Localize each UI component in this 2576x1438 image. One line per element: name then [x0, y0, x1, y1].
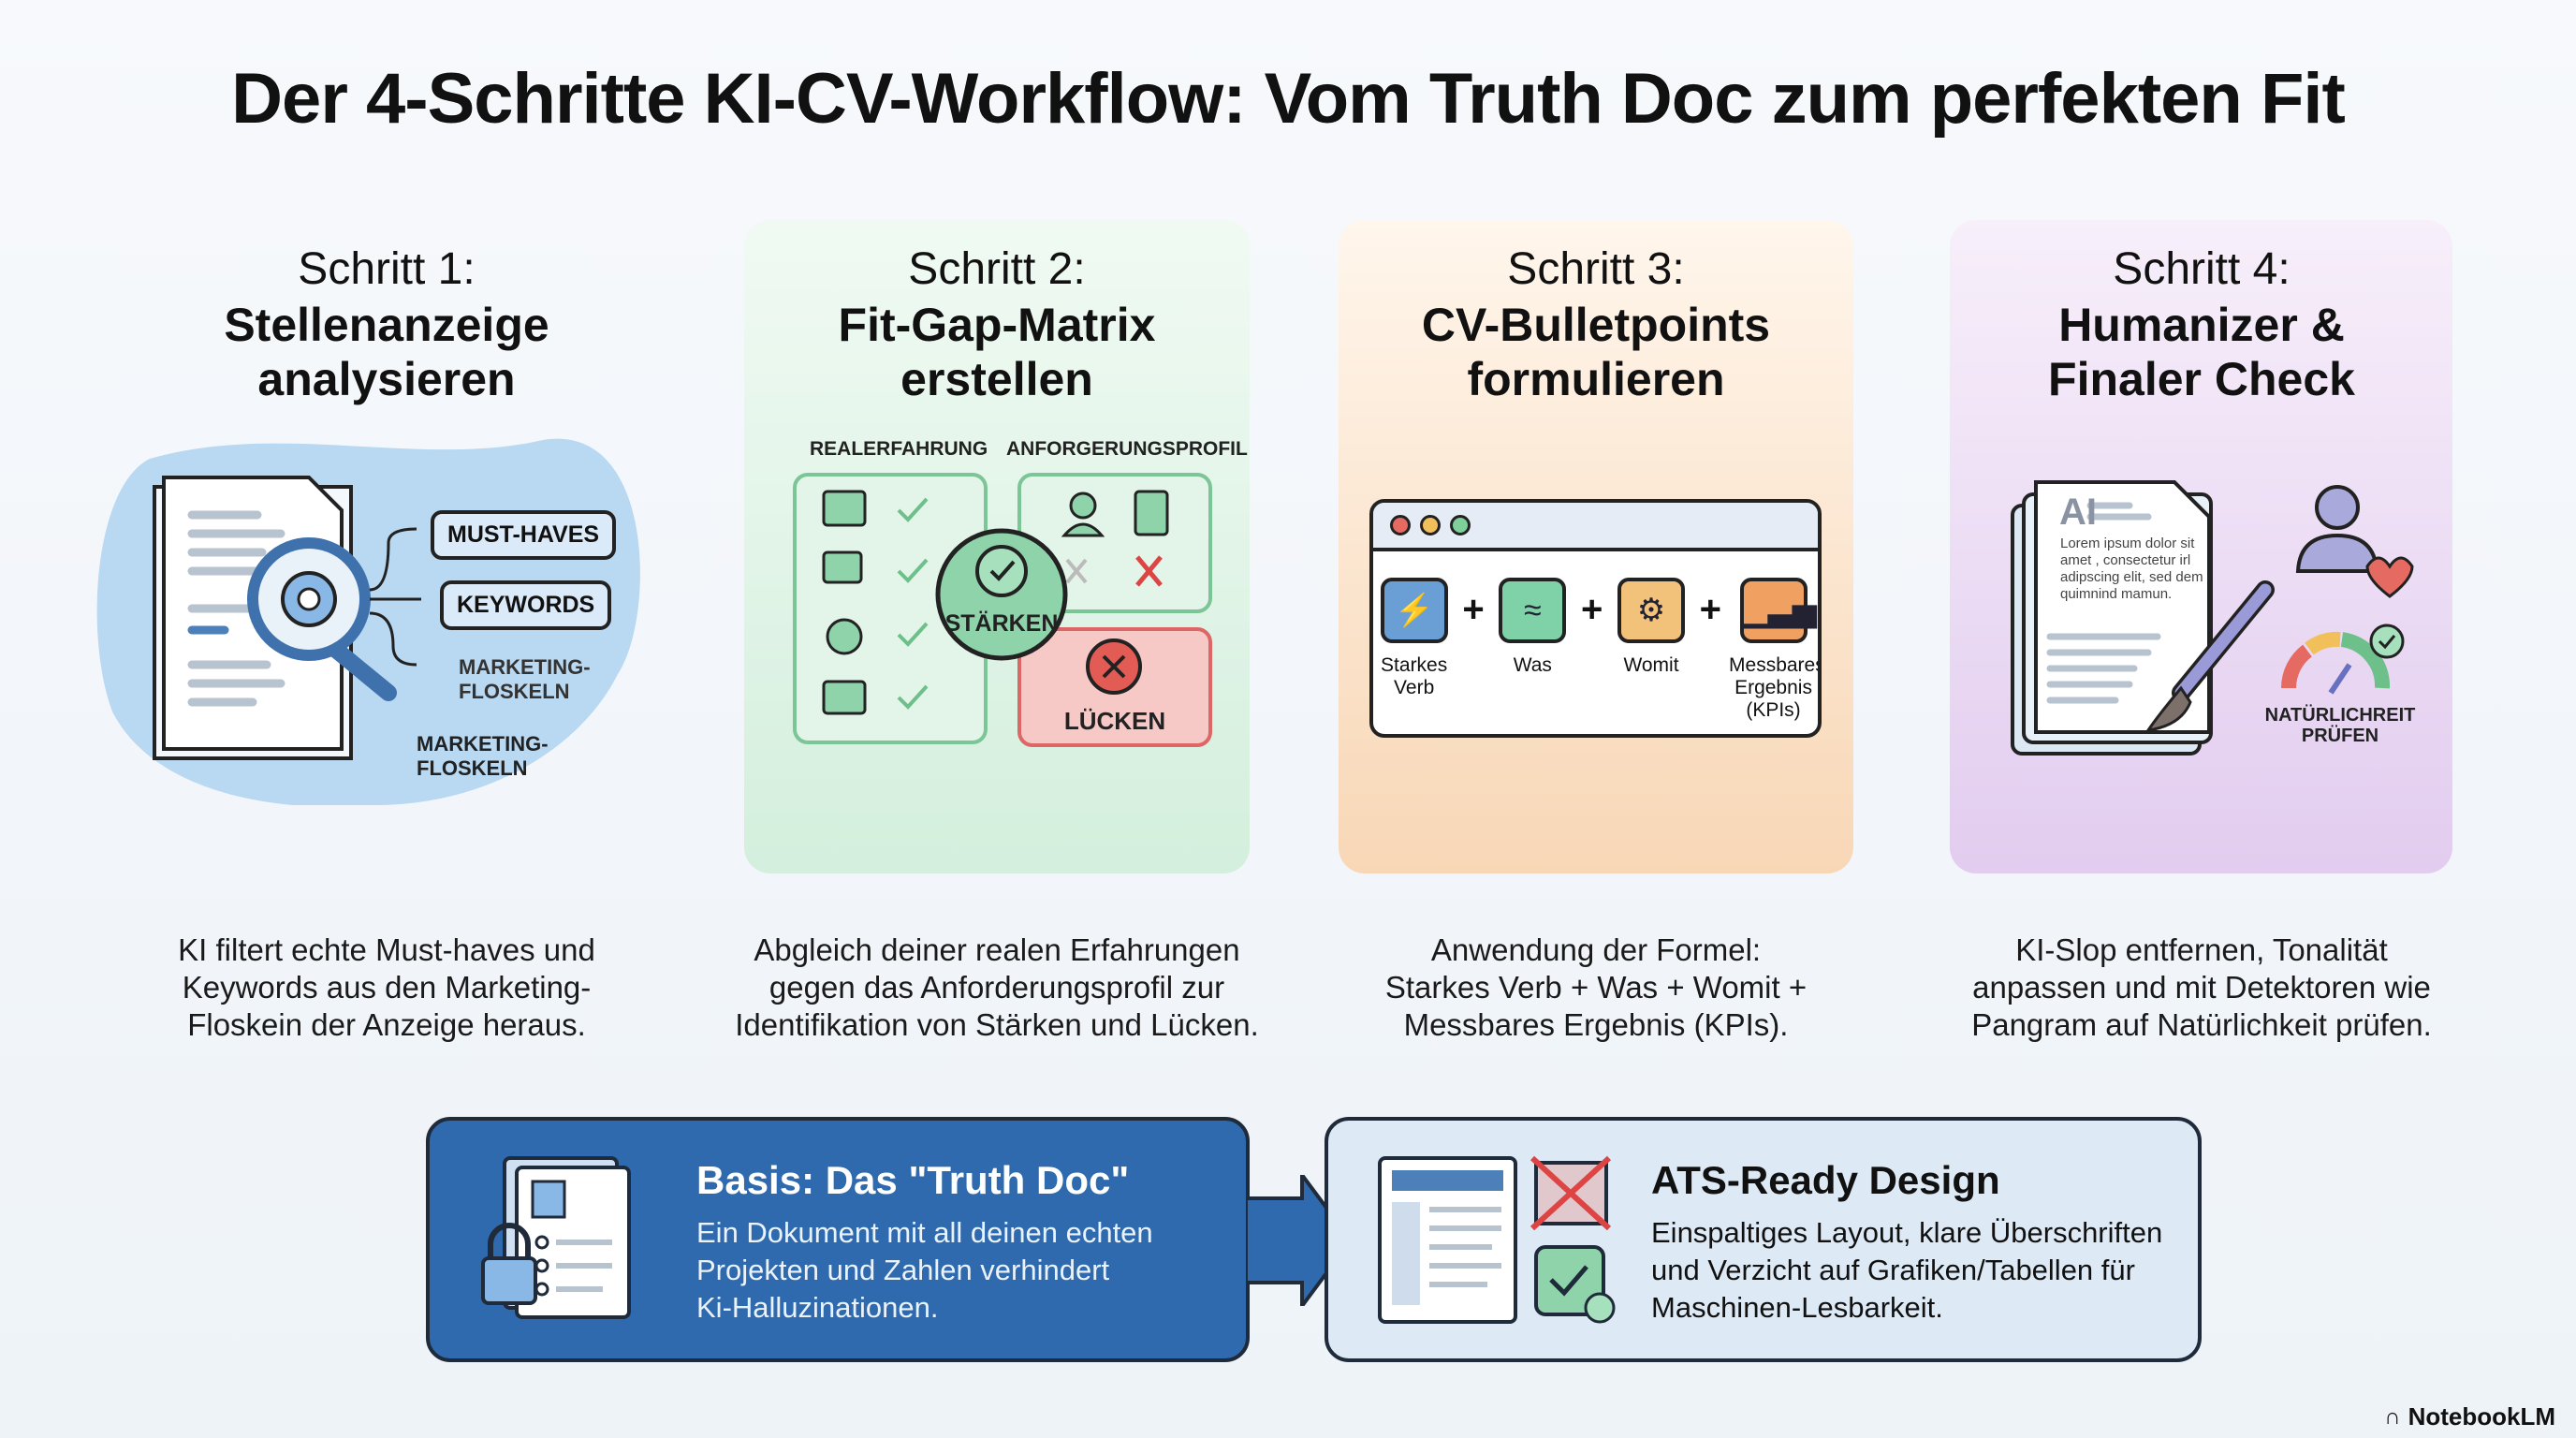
- window-close-dot: [1390, 515, 1411, 536]
- window-minimize-dot: [1420, 515, 1441, 536]
- lorem-line: quimnind mamun.: [2060, 586, 2173, 602]
- hands-icon: ≈: [1499, 578, 1567, 643]
- step-title: Stellenanzeige: [224, 299, 549, 351]
- step-title: erstellen: [900, 353, 1093, 405]
- lorem-line: Lorem ipsum dolor sit: [2060, 536, 2195, 551]
- strengths-label: STÄRKEN: [944, 610, 1059, 637]
- window-maximize-dot: [1450, 515, 1471, 536]
- step-title: Finaler Check: [2048, 353, 2355, 405]
- notebooklm-brand: ∩ NotebookLM: [2384, 1402, 2555, 1431]
- marketing-label: MARKETING-FLOSKELN: [459, 655, 591, 703]
- lightning-icon: ⚡: [1380, 578, 1448, 643]
- step-number: Schritt 2:: [908, 244, 1086, 294]
- matrix-icons: [822, 490, 1169, 715]
- truth-doc-box: Basis: Das "Truth Doc" Ein Dokument mit …: [426, 1117, 1250, 1362]
- gaps-label: LÜCKEN: [1063, 707, 1166, 735]
- page-title: Der 4-Schritte KI-CV-Workflow: Vom Truth…: [231, 59, 2346, 139]
- ats-box: ATS-Ready Design Einspaltiges Layout, kl…: [1325, 1117, 2202, 1362]
- lorem-line: amet , consectetur irl: [2060, 552, 2191, 568]
- formula-item: ⚙ Womit: [1610, 578, 1691, 722]
- column-label-requirements: ANFORGERUNGSPROFIL: [1006, 438, 1248, 460]
- ai-label: AI: [2059, 492, 2097, 533]
- plus-sign: +: [1580, 589, 1603, 630]
- truth-doc-title: Basis: Das "Truth Doc": [696, 1158, 1130, 1202]
- formula-label: Was: [1513, 654, 1552, 676]
- formula-item: ≈ Was: [1492, 578, 1573, 722]
- plus-sign: +: [1462, 589, 1485, 630]
- gears-icon: ⚙: [1617, 578, 1685, 643]
- step-number: Schritt 4:: [2113, 244, 2291, 294]
- step-number: Schritt 1:: [298, 244, 476, 294]
- lorem-line: adipscing elit, sed dem: [2060, 569, 2203, 585]
- ats-layout-icons: [1378, 1155, 1616, 1324]
- tag-must-haves: MUST-HAVES: [431, 510, 617, 560]
- column-label-real-experience: REALERFAHRUNG: [810, 438, 988, 460]
- tag-keywords: KEYWORDS: [440, 580, 612, 630]
- document-brush-gauge-icons: [2011, 480, 2414, 756]
- locked-document-icon: [481, 1156, 631, 1319]
- step-number: Schritt 3:: [1507, 244, 1685, 294]
- fit-gap-matrix: REALERFAHRUNG ANFORGERUNGSPROFIL STÄRKEN…: [782, 431, 1248, 768]
- formula-label: Messbares: [1729, 654, 1822, 676]
- formula-label: Verb: [1394, 677, 1435, 698]
- formula-label: Womit: [1623, 654, 1679, 676]
- window-titlebar: [1373, 503, 1818, 551]
- step-title: Fit-Gap-Matrix: [838, 299, 1156, 351]
- plus-sign: +: [1699, 589, 1722, 630]
- step-title: formulieren: [1467, 353, 1725, 405]
- brand-label: NotebookLM: [2408, 1402, 2555, 1431]
- notebooklm-logo-icon: ∩: [2384, 1403, 2401, 1430]
- formula-label: Starkes: [1381, 654, 1448, 676]
- ats-text: Einspaltiges Layout, klare Überschriften…: [1651, 1216, 2163, 1324]
- step-title: Humanizer &: [2058, 299, 2345, 351]
- marketing-caption: MARKETING-FLOSKELN: [417, 732, 549, 780]
- ats-title: ATS-Ready Design: [1651, 1158, 2000, 1202]
- formula-label: (KPIs): [1746, 699, 1801, 721]
- step-title: CV-Bulletpoints: [1421, 299, 1771, 351]
- step-title: analysieren: [257, 353, 516, 405]
- step3-description: Anwendung der Formel:Starkes Verb + Was …: [1384, 932, 1808, 1042]
- chart-icon: ▁▃▅: [1739, 578, 1817, 643]
- step1-illustration: MUST-HAVES KEYWORDS MARKETING-FLOSKELN M…: [94, 431, 646, 805]
- step4-heading: Schritt 4:Humanizer &Finaler Check: [1939, 242, 2464, 406]
- formula-label: Ergebnis: [1734, 677, 1812, 698]
